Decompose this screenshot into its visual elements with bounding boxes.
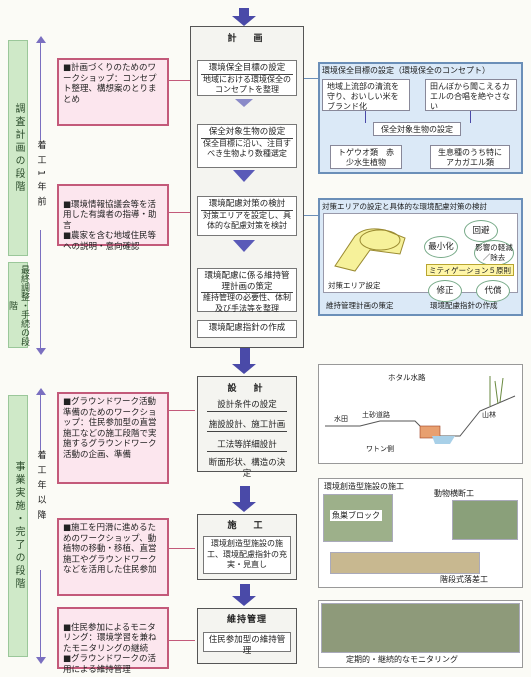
step-measures: 環境配慮対策の検討 対策エリアを設定し、具体的な配慮対策を検討: [197, 196, 297, 236]
photo-step-label: 階段式落差工: [440, 575, 488, 584]
species-b: 生息種のうち特にアカガエル類: [430, 145, 510, 169]
flow-arrow-4-stem: [240, 584, 250, 598]
design-detail: 工法等詳細設計: [204, 438, 290, 452]
design-header: 設 計: [227, 384, 267, 394]
area-sketch: [334, 228, 406, 272]
flow-arrow-4-head: [232, 596, 256, 606]
construction-step: 環境創造型施設の施工、環境配慮指針の充実・見直し: [203, 536, 291, 574]
participation-box-1: ■計画づくりのためのワークショップ：コンセプト整理、構想案のとりまとめ: [57, 58, 169, 126]
cross-section-sketch: [325, 376, 516, 444]
timeline-planning-tail: [36, 348, 46, 355]
step-species: 保全対象生物の設定 保全目標に沿い、注目すべき生物より数種選定: [197, 124, 297, 168]
connector-2: [169, 212, 195, 213]
flow-arrow-2-head: [232, 364, 256, 374]
connector-4: [169, 548, 195, 549]
goal-b: 田んぼから聞こえるカエルの合唱を絶やさない: [425, 79, 517, 111]
time-planning: 着工1年前: [34, 140, 48, 230]
species-title: 保全対象生物の設定: [373, 122, 461, 136]
ill-hotaru: ホタル水路: [388, 373, 426, 382]
goal-a: 地域上流部の清流を守り、おいしい米をブランド化: [322, 79, 410, 111]
maint-plan-label: 維持管理計画の策定: [326, 301, 394, 310]
photo-step-weir: [330, 552, 480, 574]
circle-minimize: 最小化: [424, 236, 458, 258]
photo-title: 環境創造型施設の施工: [324, 482, 404, 491]
ill-ditch: ワトン側: [366, 445, 394, 453]
connector-1: [169, 80, 195, 81]
h-connector-1: [304, 78, 318, 79]
flow-arrow-3-head: [232, 502, 256, 512]
timeline-execution-tail: [36, 657, 46, 664]
flow-arrow-top: [239, 8, 249, 18]
species-a: トゲウオ類 赤少水生植物: [330, 145, 402, 169]
arrow-plan-2: [233, 170, 255, 182]
participation-box-4: ■施工を円滑に進めるためのワークショップ、動植物の移動・移植、直営施工やグラウン…: [57, 518, 169, 596]
step-maintenance-plan: 環境配慮に係る維持管理計画の策定 維持管理の必要性、体制及び手法等を整理: [197, 268, 297, 313]
design-illustration: [318, 364, 523, 464]
design-facility: 施設設計、施工計画: [207, 420, 287, 432]
ill-road: 土砂道路: [362, 411, 390, 419]
h-connector-2: [304, 215, 318, 216]
stage-planning: 調査計画の段階: [8, 40, 28, 256]
arrow-plan-1: [235, 99, 253, 107]
goal-link-b: [470, 111, 471, 123]
participation-box-5: ■住民参加によるモニタリング：環境学習を兼ねたモニタリングの継続 ■グラウンドワ…: [57, 607, 169, 675]
arrow-plan-3: [233, 240, 255, 252]
stage-final: 最終調整・手続の段階: [7, 262, 29, 348]
timeline-execution-head: [36, 388, 46, 395]
circle-compensate: 代償: [476, 280, 510, 302]
circle-avoid: 回避: [464, 220, 498, 242]
photo-animal-label: 動物横断工: [432, 488, 476, 499]
plan-header: 計 画: [227, 34, 267, 44]
step-guideline: 環境配慮指針の作成: [197, 320, 297, 338]
stage-execution: 事業実施・完了の段階: [8, 395, 28, 657]
circle-rectify: 影響の軽減／除去: [474, 240, 514, 266]
participation-box-2: ■環境情報協議会等を活用した有識者の指導・助言 ■農家を含む地域住民等への説明・…: [57, 184, 169, 252]
design-structure: 断面形状、構造の決定: [208, 458, 286, 479]
photo-animal-crossing: [452, 500, 518, 540]
flow-arrow-2-stem: [240, 348, 250, 366]
step-goal: 環境保全目標の設定 地域における環境保全のコンセプトを整理: [197, 60, 297, 96]
maintenance-step: 住民参加型の維持管理: [203, 632, 291, 656]
design-conditions: 設計条件の設定: [204, 398, 290, 412]
measures-title: 対策エリアの設定と具体的な環境配慮対策の検討: [322, 202, 487, 211]
participation-box-3: ■グラウンドワーク活動準備のためのワークショップ：住民参加型の直営施工などの施工…: [57, 392, 169, 484]
flow-arrow-3-stem: [240, 486, 250, 504]
circle-repair: 修正: [428, 280, 462, 302]
goal-title: 環境保全目標の設定（環境保全のコンセプト）: [322, 66, 490, 75]
maintenance-header: 維持管理: [226, 615, 267, 625]
photo-fish-label: 魚巣ブロック: [330, 510, 382, 521]
ill-forest: 山林: [482, 411, 496, 419]
monitoring-label: 定期的・継続的なモニタリング: [346, 655, 458, 664]
timeline-planning-head: [36, 36, 46, 43]
connector-5: [169, 640, 195, 641]
monitoring-photo: [321, 603, 520, 653]
design-panel: [197, 376, 297, 472]
guideline-label: 環境配慮指針の作成: [430, 301, 498, 310]
time-execution: 着工年以降: [34, 450, 48, 570]
connector-3: [169, 410, 195, 411]
construction-header: 施 工: [227, 521, 267, 531]
area-label: 対策エリア設定: [328, 281, 381, 290]
goal-link-a: [365, 111, 366, 123]
flow-arrow-head-top: [232, 16, 256, 26]
mitigation-label: ミティゲーション５原則: [426, 264, 514, 276]
ill-paddy: 水田: [334, 415, 348, 423]
